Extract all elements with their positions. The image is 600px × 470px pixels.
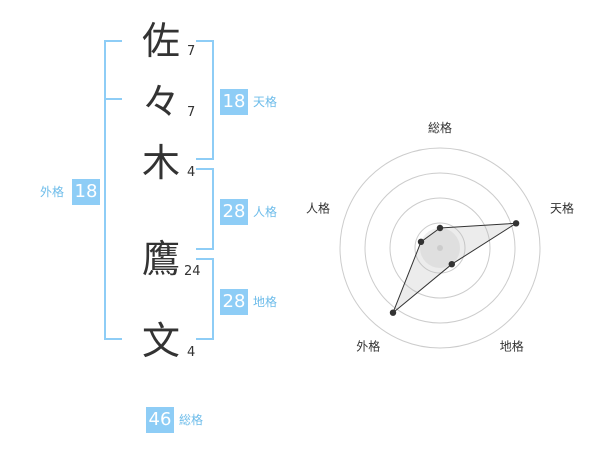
radar-ring xyxy=(414,222,466,274)
stroke-count-3: 4 xyxy=(187,165,196,180)
radar-point-4 xyxy=(389,309,397,316)
radar-point-3 xyxy=(448,261,455,268)
soukaku-score: 46 xyxy=(146,407,174,433)
name-char-5: 文 xyxy=(141,319,180,363)
name-char-1: 佐 xyxy=(141,19,180,63)
name-char-4: 鷹 xyxy=(141,237,180,281)
radar-axis-label: 地格 xyxy=(500,339,524,354)
tenkaku-bracket xyxy=(196,40,214,160)
radar-center-dot xyxy=(437,245,443,251)
chikaku-label: 地格 xyxy=(253,295,278,309)
stroke-count-1: 7 xyxy=(187,44,196,59)
name-char-2: 々 xyxy=(141,80,180,124)
radar-ring xyxy=(339,147,541,349)
gaikaku-label: 外格 xyxy=(40,185,65,199)
jinkaku-bracket xyxy=(196,168,214,250)
radar-ring xyxy=(364,172,516,324)
tenkaku-label: 天格 xyxy=(253,95,278,109)
stroke-count-2: 7 xyxy=(187,105,196,120)
gaikaku-bracket xyxy=(104,40,122,340)
jinkaku-score: 28 xyxy=(220,199,248,225)
gaikaku-bracket-tick xyxy=(104,98,122,100)
radar-point-5 xyxy=(417,238,425,245)
radar-ring xyxy=(389,197,491,299)
radar-axis-label: 人格 xyxy=(306,200,330,215)
radar-axis-label: 外格 xyxy=(356,339,380,354)
stroke-count-4: 24 xyxy=(184,264,201,279)
radar-point-2 xyxy=(512,220,520,227)
radar-point-1 xyxy=(436,224,444,232)
jinkaku-label: 人格 xyxy=(253,205,278,219)
radar-axis-label: 天格 xyxy=(550,200,574,215)
chikaku-bracket xyxy=(196,258,214,340)
stroke-count-5: 4 xyxy=(187,345,196,360)
chikaku-score: 28 xyxy=(220,289,248,315)
name-breakdown-panel: 佐 7 々 7 木 4 鷹 24 文 4 18 天格 28 人格 28 地格 外… xyxy=(40,19,278,433)
name-char-3: 木 xyxy=(141,141,180,185)
tenkaku-score: 18 xyxy=(220,89,248,115)
radar-axis-label: 総格 xyxy=(428,120,452,135)
radar-series-polygon xyxy=(392,222,517,314)
gaikaku-score: 18 xyxy=(72,179,100,205)
soukaku-label: 総格 xyxy=(179,413,204,427)
